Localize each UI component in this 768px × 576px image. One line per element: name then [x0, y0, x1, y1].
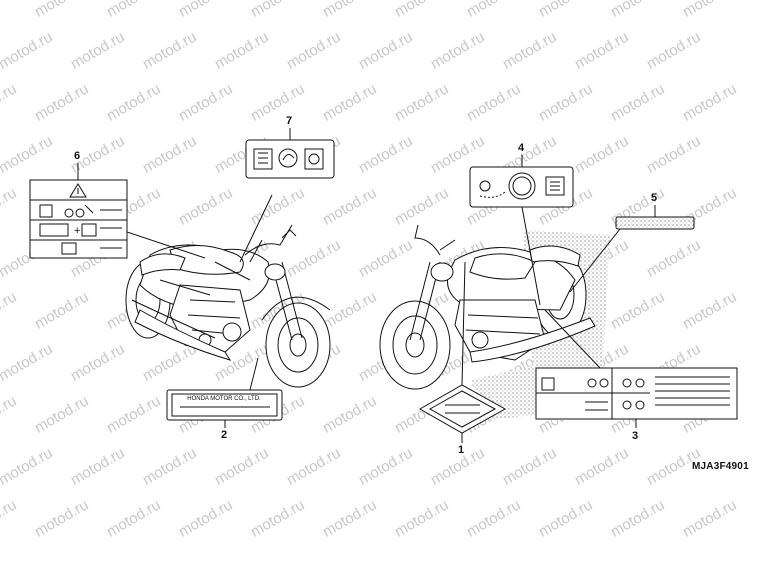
callout-7: 7	[286, 115, 293, 127]
callout-5: 5	[651, 192, 658, 204]
label-1-emission-plate	[418, 261, 507, 443]
diagram-reference-code: MJA3F4901	[692, 461, 749, 472]
label-2-manufacturer-plate	[166, 357, 283, 428]
callout-2: 2	[221, 429, 228, 441]
label-3-riding-info	[535, 309, 738, 428]
svg-text:+: +	[74, 225, 80, 237]
label-5-strip	[569, 205, 695, 293]
label-6-warning: +	[29, 163, 206, 259]
motorcycle-left-side	[125, 224, 331, 388]
callout-3: 3	[632, 430, 639, 442]
callout-1: 1	[458, 444, 465, 456]
label-4-tire-info	[469, 155, 574, 306]
label-7-fuel-caution	[239, 128, 335, 263]
callout-6: 6	[74, 150, 81, 162]
callout-4: 4	[518, 142, 525, 154]
label-2-text: HONDA MOTOR CO., LTD.	[187, 396, 261, 402]
